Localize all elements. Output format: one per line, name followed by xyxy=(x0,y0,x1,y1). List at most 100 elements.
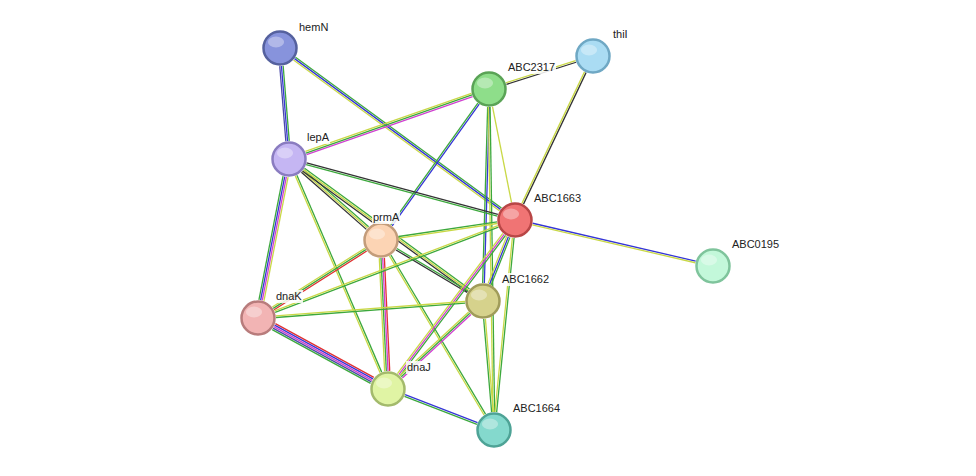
evidence-line xyxy=(506,61,576,83)
evidence-line xyxy=(400,312,469,376)
protein-node: ABC2317 xyxy=(471,71,507,107)
node-circle xyxy=(695,248,731,284)
evidence-line xyxy=(275,325,373,379)
evidence-line xyxy=(307,163,498,215)
node-disc xyxy=(697,250,730,283)
node-label: hemN xyxy=(298,21,329,34)
node-shine xyxy=(268,37,284,48)
evidence-line xyxy=(305,93,471,151)
evidence-line xyxy=(497,238,514,412)
evidence-line xyxy=(379,258,384,371)
evidence-line xyxy=(259,176,283,300)
interaction-edge xyxy=(306,163,498,216)
evidence-line xyxy=(397,249,468,292)
evidence-line xyxy=(276,303,465,317)
protein-node: lepA xyxy=(271,141,307,177)
node-label: ABC2317 xyxy=(507,61,556,74)
node-circle xyxy=(363,222,399,258)
node-shine xyxy=(369,229,385,240)
interaction-edge xyxy=(493,107,512,203)
evidence-line xyxy=(306,95,472,153)
node-shine xyxy=(471,290,487,301)
protein-node: ABC1664 xyxy=(476,412,512,448)
evidence-line xyxy=(533,223,696,261)
node-label: ABC0195 xyxy=(731,238,780,251)
evidence-line xyxy=(391,103,478,225)
node-circle xyxy=(575,38,611,74)
node-shine xyxy=(376,378,392,389)
evidence-line xyxy=(399,222,497,237)
node-circle xyxy=(497,202,533,238)
evidence-line xyxy=(264,177,288,301)
node-label: dnaJ xyxy=(406,361,432,374)
interaction-edge xyxy=(506,61,576,85)
interaction-edge xyxy=(522,72,586,204)
evidence-line xyxy=(262,177,286,301)
node-circle xyxy=(271,141,307,177)
node-label: ABC1664 xyxy=(512,402,561,415)
evidence-line xyxy=(303,171,368,228)
node-circle xyxy=(370,371,406,407)
node-shine xyxy=(477,78,493,89)
interaction-edge xyxy=(399,222,498,238)
node-disc xyxy=(467,285,500,318)
node-label: lepA xyxy=(306,131,330,144)
evidence-line xyxy=(405,395,477,423)
evidence-line xyxy=(493,107,512,203)
evidence-line xyxy=(523,73,586,204)
node-label: thiI xyxy=(612,28,629,41)
evidence-line xyxy=(261,177,285,301)
interaction-edge xyxy=(301,170,368,230)
node-label: ABC1662 xyxy=(501,273,550,286)
node-disc xyxy=(577,40,610,73)
interaction-edge xyxy=(484,319,494,412)
evidence-line xyxy=(280,66,286,141)
node-label: prmA xyxy=(372,211,400,224)
evidence-line xyxy=(276,302,465,316)
node-label: dnaK xyxy=(275,290,303,303)
interaction-edge xyxy=(280,66,289,141)
protein-node: dnaJ xyxy=(370,371,406,407)
evidence-line xyxy=(484,319,492,412)
evidence-line xyxy=(522,72,585,203)
evidence-line xyxy=(296,57,502,208)
node-shine xyxy=(701,255,717,266)
node-disc xyxy=(499,204,532,237)
protein-node: prmA xyxy=(363,222,399,258)
evidence-line xyxy=(272,248,365,307)
interaction-edge xyxy=(276,302,465,318)
node-disc xyxy=(365,224,398,257)
protein-node: ABC0195 xyxy=(695,248,731,284)
interaction-edge xyxy=(259,176,288,301)
evidence-line xyxy=(402,314,471,378)
evidence-line xyxy=(273,250,366,309)
evidence-line xyxy=(272,330,370,384)
protein-node: dnaK xyxy=(240,300,276,336)
node-circle xyxy=(240,300,276,336)
interaction-edge xyxy=(495,238,514,412)
interaction-edge xyxy=(379,258,389,371)
evidence-line xyxy=(274,327,372,381)
node-shine xyxy=(277,148,293,159)
evidence-line xyxy=(275,324,373,378)
evidence-line xyxy=(401,313,470,377)
node-label: ABC1663 xyxy=(533,192,582,205)
evidence-line xyxy=(532,225,695,263)
node-shine xyxy=(482,419,498,430)
node-disc xyxy=(473,73,506,106)
protein-node: ABC1662 xyxy=(465,283,501,319)
node-disc xyxy=(242,302,275,335)
node-circle xyxy=(471,71,507,107)
evidence-line xyxy=(301,172,366,229)
evidence-line xyxy=(273,328,371,382)
evidence-line xyxy=(495,238,512,412)
evidence-line xyxy=(404,396,476,424)
node-circle xyxy=(465,283,501,319)
node-shine xyxy=(246,307,262,318)
evidence-line xyxy=(396,250,467,293)
node-disc xyxy=(478,414,511,447)
node-circle xyxy=(476,412,512,448)
node-disc xyxy=(273,143,306,176)
node-shine xyxy=(581,45,597,56)
